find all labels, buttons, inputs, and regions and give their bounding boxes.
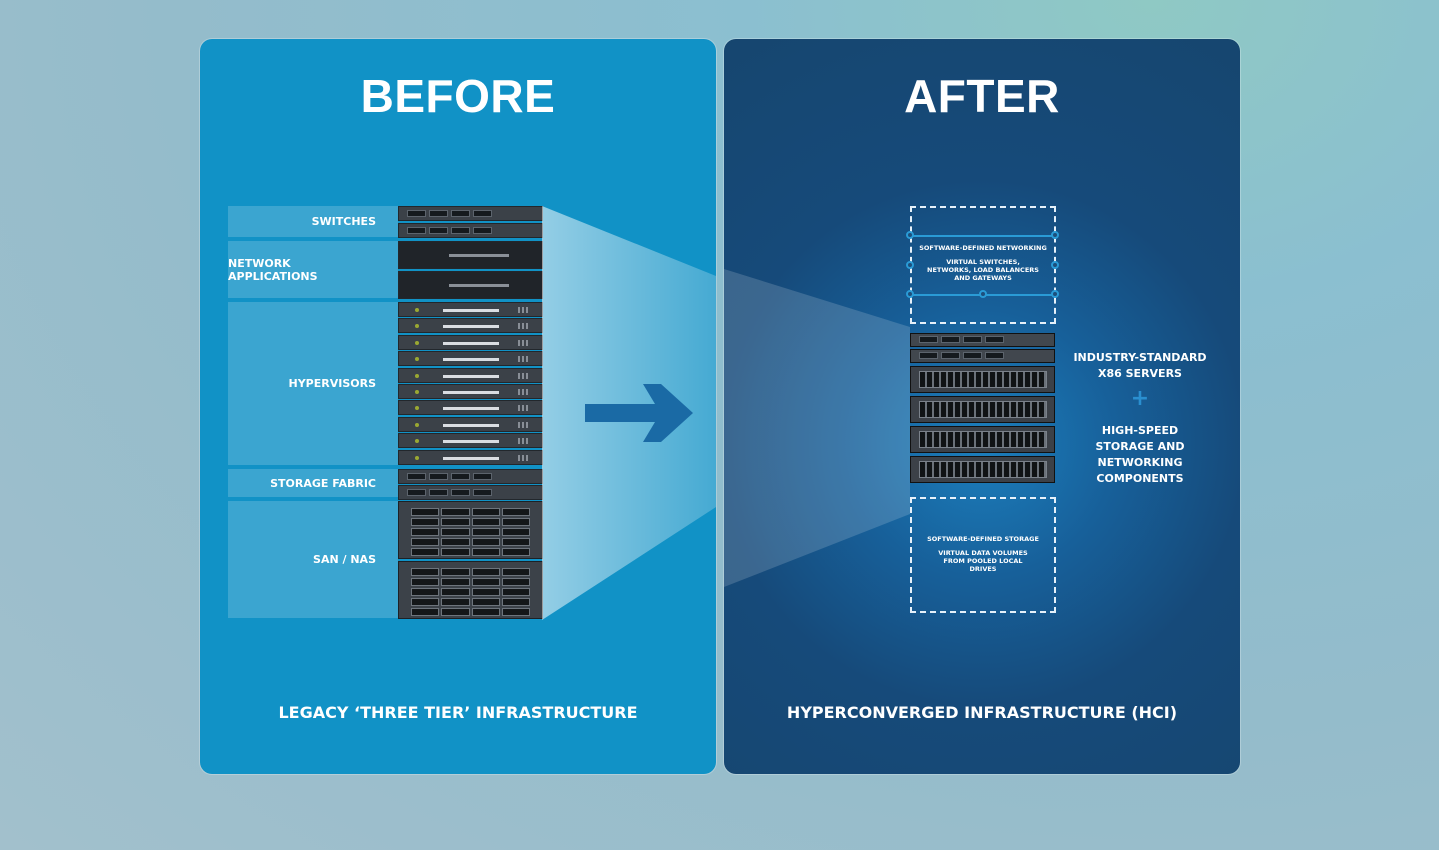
storage-fabric-switch xyxy=(398,485,543,500)
plus-icon: + xyxy=(1130,386,1150,411)
before-title: BEFORE xyxy=(360,70,556,122)
network-node-icon xyxy=(906,290,914,298)
switches-label: SWITCHES xyxy=(228,206,398,237)
before-panel: BEFORE SWITCHES NETWORK APPLICATIONS HYP… xyxy=(200,39,716,774)
hypervisor-server xyxy=(398,449,543,465)
sdn-heading: SOFTWARE-DEFINED NETWORKING xyxy=(919,244,1047,252)
software-defined-storage-box: SOFTWARE-DEFINED STORAGE VIRTUAL DATA VO… xyxy=(910,497,1056,613)
after-panel: AFTER SOFTWARE-DEFINED NETWORKING VIRTUA… xyxy=(724,39,1240,774)
network-applications-label: NETWORK APPLICATIONS xyxy=(228,241,398,298)
hypervisor-server xyxy=(398,318,543,334)
hypervisor-server xyxy=(398,416,543,432)
hci-server xyxy=(910,456,1055,483)
hypervisor-server xyxy=(398,433,543,449)
hypervisor-server xyxy=(398,400,543,416)
hci-server xyxy=(910,366,1055,393)
hypervisor-server xyxy=(398,334,543,350)
network-appliance-unit xyxy=(398,271,543,299)
network-line xyxy=(910,235,1056,237)
network-node-icon xyxy=(906,231,914,239)
hci-server xyxy=(910,396,1055,423)
hypervisor-server xyxy=(398,351,543,367)
network-node-icon xyxy=(906,261,914,269)
hci-switch xyxy=(910,333,1055,347)
storage-fabric-switch xyxy=(398,469,543,484)
projection-beam-end xyxy=(724,269,910,587)
network-node-icon xyxy=(1051,231,1059,239)
switch-unit xyxy=(398,206,543,221)
san-array xyxy=(398,561,543,619)
sds-detail: VIRTUAL DATA VOLUMES FROM POOLED LOCAL D… xyxy=(938,549,1028,573)
hypervisors-label: HYPERVISORS xyxy=(228,302,398,465)
hci-switch xyxy=(910,349,1055,363)
network-node-icon xyxy=(1051,261,1059,269)
san-array xyxy=(398,501,543,559)
sds-heading: SOFTWARE-DEFINED STORAGE xyxy=(927,535,1039,543)
storage-fabric-label: STORAGE FABRIC xyxy=(228,469,398,497)
hci-server xyxy=(910,426,1055,453)
hypervisor-server xyxy=(398,302,543,317)
software-defined-networking-box: SOFTWARE-DEFINED NETWORKING VIRTUAL SWIT… xyxy=(910,206,1056,324)
after-title: AFTER xyxy=(904,70,1060,122)
before-caption: LEGACY ‘THREE TIER’ INFRASTRUCTURE xyxy=(278,703,638,722)
hypervisor-server xyxy=(398,367,543,383)
switch-unit xyxy=(398,223,543,238)
components-label: HIGH-SPEED STORAGE AND NETWORKING COMPON… xyxy=(1095,424,1185,485)
servers-label: INDUSTRY-STANDARD X86 SERVERS xyxy=(1073,351,1207,380)
san-nas-label: SAN / NAS xyxy=(228,501,398,618)
hypervisor-server xyxy=(398,384,543,399)
network-node-icon xyxy=(979,290,987,298)
network-appliance-unit xyxy=(398,241,543,269)
network-node-icon xyxy=(1051,290,1059,298)
sdn-detail: VIRTUAL SWITCHES, NETWORKS, LOAD BALANCE… xyxy=(927,258,1039,282)
right-arrow-icon xyxy=(585,384,693,442)
after-caption: HYPERCONVERGED INFRASTRUCTURE (HCI) xyxy=(786,703,1178,722)
